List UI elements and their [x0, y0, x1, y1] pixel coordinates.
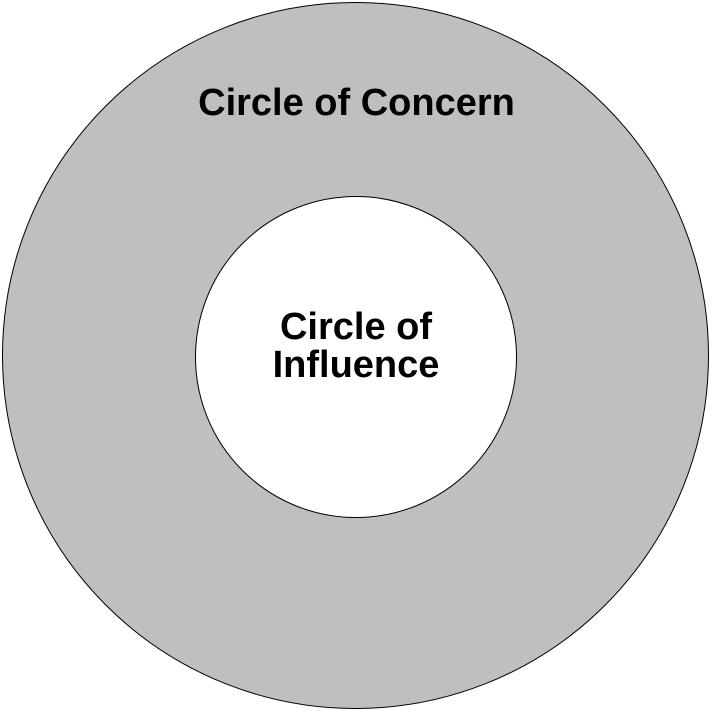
circle-of-influence	[195, 196, 517, 518]
influence-label: Circle of Influence	[195, 308, 517, 384]
influence-label-line1: Circle of	[279, 306, 433, 348]
influence-label-line2: Influence	[272, 344, 440, 386]
concern-label: Circle of Concern	[198, 82, 515, 124]
